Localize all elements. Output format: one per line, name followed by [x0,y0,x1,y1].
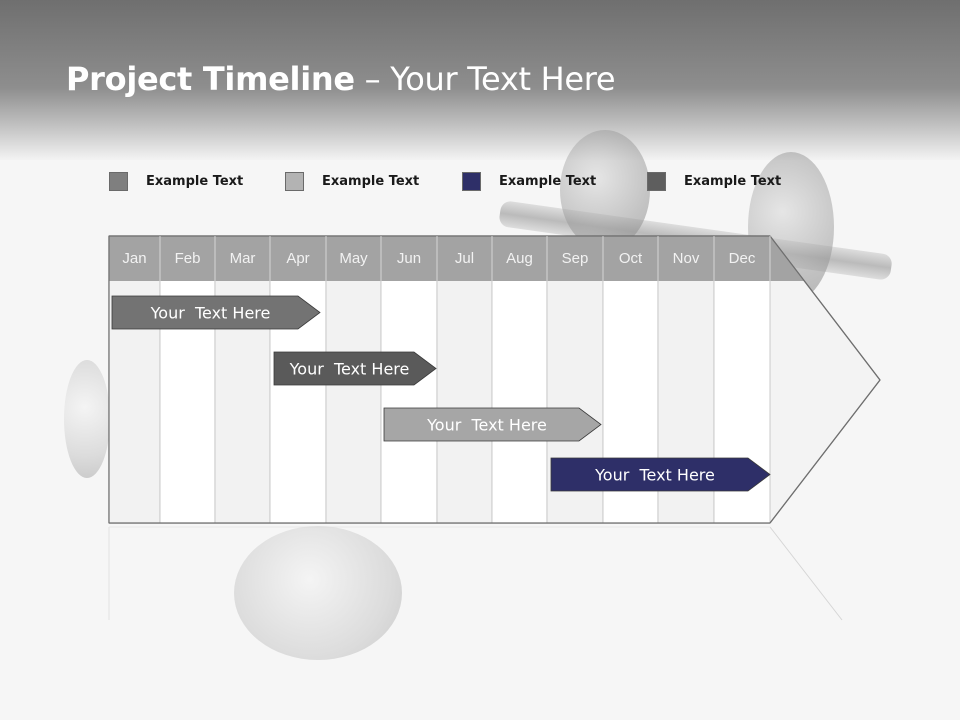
month-label-sep: Sep [561,250,589,267]
month-label-feb: Feb [174,250,201,267]
month-label-mar: Mar [229,250,256,267]
task-bar-shape [550,457,771,492]
month-label-apr: Apr [286,250,310,267]
month-label-jan: Jan [122,250,147,267]
dumbbell-end-left-image [64,360,110,478]
task-bar-4[interactable]: Your Text Here [550,457,771,492]
month-label-aug: Aug [506,250,533,267]
task-bar-shape [273,351,437,386]
month-column-2 [159,235,216,524]
task-bar-3[interactable]: Your Text Here [383,407,602,442]
month-label-dec: Dec [728,250,756,267]
task-bar-shape [111,295,321,330]
legend-swatch-3 [462,171,481,191]
dumbbell-end-bottom-image [234,526,402,660]
timeline-outline-diag-top [769,235,881,381]
legend-label-3: Example Text [499,173,597,189]
task-bar-label: Your Text Here [426,416,547,435]
task-bar-shape [383,407,602,442]
month-label-jun: Jun [396,250,422,267]
legend-swatch-2 [285,171,304,191]
month-column-7 [436,235,493,524]
month-header-bar [109,236,804,281]
timeline-outline-diag-bottom [769,379,881,524]
slide-title: Project Timeline – Your Text Here [66,60,616,98]
month-column-8 [491,235,548,524]
legend-item-1: Example Text [109,170,243,192]
legend-swatch-4 [647,171,666,191]
legend-label-1: Example Text [146,173,244,189]
legend-label-2: Example Text [322,173,420,189]
legend-item-4: Example Text [647,170,781,192]
task-bar-1[interactable]: Your Text Here [111,295,321,330]
month-column-1 [108,235,161,524]
dumbbell-plate-left-image [560,130,650,250]
month-label-jul: Jul [454,250,475,267]
task-bar-label: Your Text Here [150,304,271,323]
task-bar-2[interactable]: Your Text Here [273,351,437,386]
legend-label-4: Example Text [684,173,782,189]
slide-title-separator: – [354,60,391,98]
header-band [0,0,960,160]
month-label-nov: Nov [672,250,700,267]
slide-title-rest: Your Text Here [390,60,616,98]
slide-title-bold: Project Timeline [66,60,355,98]
legend-item-3: Example Text [462,170,596,192]
month-columns [108,235,771,524]
legend-swatch-1 [109,171,128,191]
month-label-oct: Oct [618,250,643,267]
task-bar-label: Your Text Here [289,360,410,379]
legend-item-2: Example Text [285,170,419,192]
month-label-may: May [339,250,368,267]
task-bar-label: Your Text Here [594,466,715,485]
timeline-reflection [108,526,843,621]
